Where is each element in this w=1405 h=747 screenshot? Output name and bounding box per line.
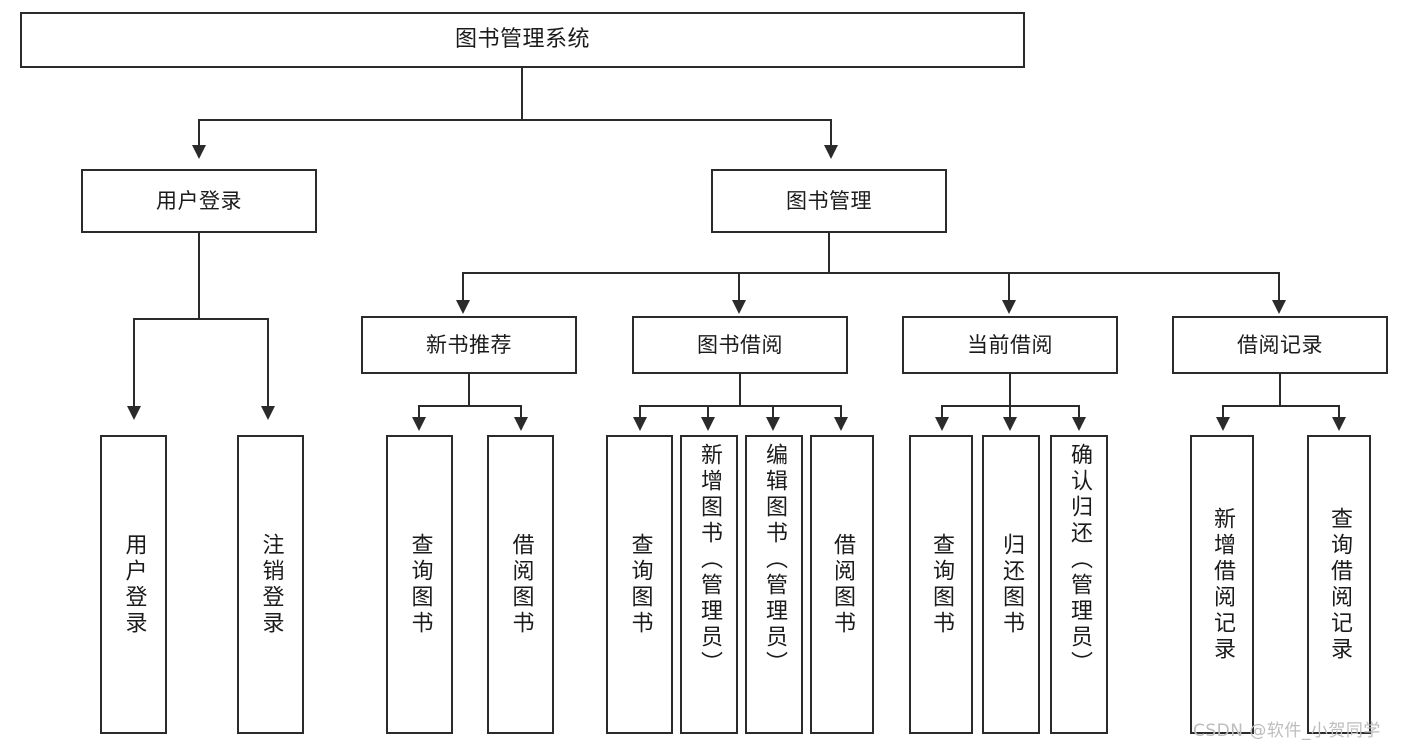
connector-bm-drop-3	[1008, 272, 1010, 302]
connector-br-bar	[1222, 405, 1340, 407]
node-new-book-recommend[interactable]: 新书推荐	[361, 316, 577, 374]
leaf-confirm-return[interactable]: 确认归还（管理员）	[1050, 435, 1108, 734]
connector-br-drop-1	[1222, 405, 1224, 419]
arrowhead-leaf-user-login	[127, 406, 141, 420]
connector-root-bar	[198, 119, 832, 121]
watermark-text: CSDN @软件_小贺同学	[1193, 721, 1381, 741]
connector-nbr-drop-1	[418, 405, 420, 419]
leaf-borrow-book-2[interactable]: 借阅图书	[810, 435, 874, 734]
arrowhead-book-borrow	[732, 300, 746, 314]
leaf-query-book-3[interactable]: 查询图书	[909, 435, 973, 734]
leaf-borrow-book-1[interactable]: 借阅图书	[487, 435, 554, 734]
connector-bb-drop-2	[707, 405, 709, 419]
node-label: 新书推荐	[426, 332, 512, 357]
arrowhead-user-login	[192, 145, 206, 159]
arrowhead-leaf-add-record	[1216, 417, 1230, 431]
node-book-borrow[interactable]: 图书借阅	[632, 316, 848, 374]
arrowhead-leaf-edit-book	[766, 417, 780, 431]
arrowhead-leaf-return-book	[1003, 417, 1017, 431]
node-label: 借阅图书	[830, 532, 855, 637]
node-label: 查询图书	[407, 532, 433, 637]
connector-bb-drop-3	[772, 405, 774, 419]
connector-user-login-drop-2	[267, 318, 269, 408]
node-root-system[interactable]: 图书管理系统	[20, 12, 1025, 68]
connector-bm-drop-2	[738, 272, 740, 302]
node-label: 归还图书	[999, 532, 1024, 637]
arrowhead-leaf-query-record	[1332, 417, 1346, 431]
node-label: 查询图书	[627, 532, 653, 637]
connector-user-login-drop-1	[133, 318, 135, 408]
connector-bb-drop-1	[639, 405, 641, 419]
leaf-add-book[interactable]: 新增图书（管理员）	[680, 435, 738, 734]
node-label: 查询图书	[929, 532, 954, 637]
leaf-return-book[interactable]: 归还图书	[982, 435, 1040, 734]
node-borrow-record[interactable]: 借阅记录	[1172, 316, 1388, 374]
leaf-query-book-2[interactable]: 查询图书	[606, 435, 673, 734]
arrowhead-leaf-borrow-book-2	[834, 417, 848, 431]
leaf-query-book-1[interactable]: 查询图书	[386, 435, 453, 734]
arrowhead-leaf-confirm-return	[1072, 417, 1086, 431]
arrowhead-book-management	[824, 145, 838, 159]
connector-cb-drop-1	[941, 405, 943, 419]
connector-cb-drop-2	[1009, 405, 1011, 419]
connector-bb-stem	[739, 374, 741, 406]
arrowhead-leaf-logout-login	[261, 406, 275, 420]
connector-root-stem	[521, 68, 523, 120]
connector-nbr-stem	[468, 374, 470, 406]
node-label: 查询借阅记录	[1327, 506, 1352, 663]
node-current-borrow[interactable]: 当前借阅	[902, 316, 1118, 374]
node-label: 借阅图书	[508, 532, 534, 637]
connector-bm-drop-4	[1278, 272, 1280, 302]
node-label: 图书借阅	[697, 332, 783, 357]
connector-bb-drop-4	[840, 405, 842, 419]
node-label: 图书管理	[786, 188, 872, 213]
arrowhead-leaf-borrow-book-1	[514, 417, 528, 431]
connector-br-drop-2	[1338, 405, 1340, 419]
connector-root-drop-left	[198, 119, 200, 147]
connector-root-drop-right	[830, 119, 832, 147]
connector-nbr-drop-2	[520, 405, 522, 419]
leaf-query-record[interactable]: 查询借阅记录	[1307, 435, 1371, 734]
arrowhead-leaf-add-book	[701, 417, 715, 431]
node-label: 用户登录	[156, 188, 242, 213]
node-label: 当前借阅	[967, 332, 1053, 357]
node-label: 注销登录	[258, 532, 284, 637]
connector-book-management-bar	[462, 272, 1280, 274]
node-label: 图书管理系统	[454, 27, 590, 53]
node-book-management[interactable]: 图书管理	[711, 169, 947, 233]
node-user-login[interactable]: 用户登录	[81, 169, 317, 233]
connector-user-login-stem	[198, 233, 200, 319]
node-label: 编辑图书（管理员）	[762, 443, 787, 677]
node-label: 确认归还（管理员）	[1067, 443, 1092, 677]
connector-nbr-bar	[418, 405, 522, 407]
leaf-add-record[interactable]: 新增借阅记录	[1190, 435, 1254, 734]
connector-bm-drop-1	[462, 272, 464, 302]
connector-cb-stem	[1009, 374, 1011, 406]
node-label: 新增借阅记录	[1210, 506, 1235, 663]
arrowhead-leaf-query-book-1	[412, 417, 426, 431]
arrowhead-new-book-recommend	[456, 300, 470, 314]
arrowhead-current-borrow	[1002, 300, 1016, 314]
node-label: 用户登录	[121, 532, 147, 637]
connector-bb-bar	[639, 405, 842, 407]
node-label: 新增图书（管理员）	[697, 443, 722, 677]
connector-book-management-stem	[828, 233, 830, 273]
arrowhead-leaf-query-book-3	[935, 417, 949, 431]
arrowhead-leaf-query-book-2	[633, 417, 647, 431]
arrowhead-borrow-record	[1272, 300, 1286, 314]
connector-user-login-bar	[133, 318, 267, 320]
leaf-logout-login[interactable]: 注销登录	[237, 435, 304, 734]
connector-cb-drop-3	[1078, 405, 1080, 419]
connector-br-stem	[1279, 374, 1281, 406]
leaf-user-login[interactable]: 用户登录	[100, 435, 167, 734]
leaf-edit-book[interactable]: 编辑图书（管理员）	[745, 435, 803, 734]
node-label: 借阅记录	[1237, 332, 1323, 357]
